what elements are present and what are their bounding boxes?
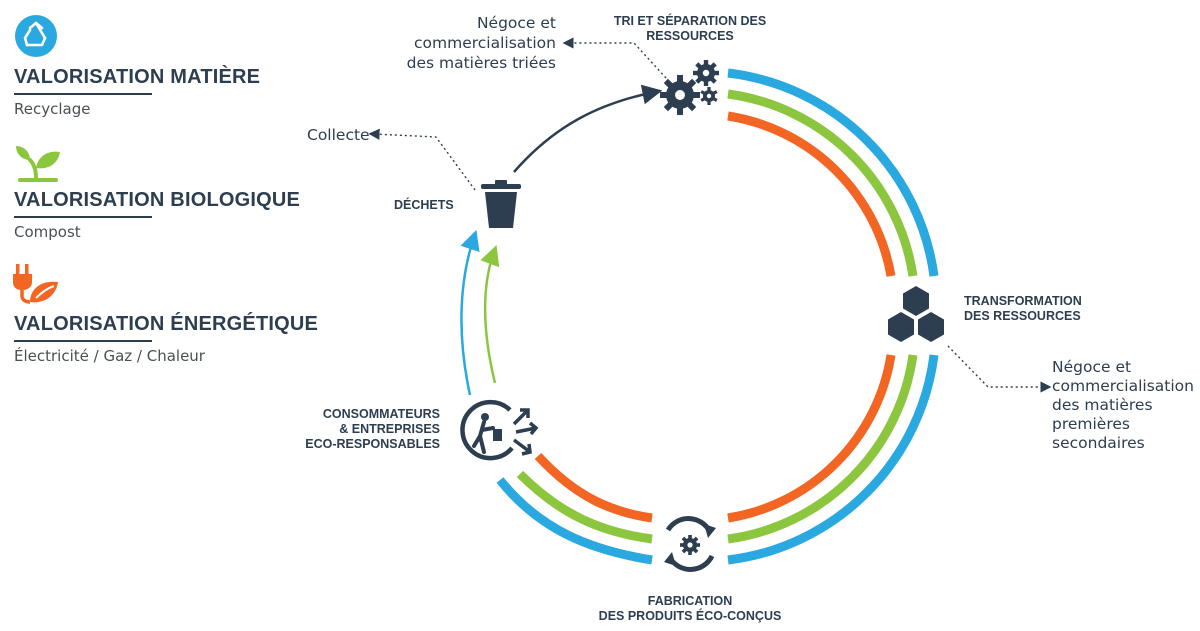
label-dechets: DÉCHETS — [394, 198, 454, 212]
label-consommateurs-line3: ECO-RESPONSABLES — [305, 437, 440, 451]
label-fabrication-line2: DES PRODUITS ÉCO-CONÇUS — [598, 609, 782, 623]
legend-rule — [14, 93, 152, 95]
arc-green-upper — [727, 89, 918, 277]
arc-orange-left — [534, 452, 653, 523]
legend-subtitle-compost: Compost — [14, 223, 81, 241]
label-negoce-right-line4: premières — [1052, 415, 1130, 433]
label-collecte: Collecte — [307, 126, 370, 144]
gears-icon — [660, 60, 719, 115]
label-fabrication: FABRICATION DES PRODUITS ÉCO-CONÇUS — [590, 594, 790, 624]
legend-rule — [14, 340, 152, 342]
label-negoce-top: Négoce et commercialisation des matières… — [400, 13, 556, 73]
arc-orange-upper — [727, 111, 896, 277]
label-consommateurs-line2: & ENTREPRISES — [339, 422, 440, 436]
label-transformation-line2: DES RESSOURCES — [964, 309, 1081, 323]
legend-title-energetique: VALORISATION ÉNERGÉTIQUE — [14, 313, 319, 335]
legend-rule — [14, 216, 152, 218]
arrow-green-up — [480, 244, 500, 384]
arc-lower-left — [496, 452, 653, 565]
arc-green-lower — [727, 354, 918, 544]
dotted-collecte — [368, 128, 476, 191]
label-negoce-top-line2: commercialisation — [414, 34, 556, 52]
label-negoce-right: Négoce et commercialisation des matières… — [1052, 358, 1194, 453]
arrow-blue-up — [460, 229, 480, 396]
label-negoce-top-line3: des matières triées — [406, 54, 556, 72]
label-transformation-line1: TRANSFORMATION — [964, 294, 1082, 308]
label-negoce-right-line5: secondaires — [1052, 434, 1145, 452]
label-tri-line2: RESSOURCES — [646, 29, 734, 43]
arc-blue-left — [496, 477, 653, 565]
arc-lower-right — [727, 354, 939, 565]
arc-orange-lower — [727, 354, 896, 523]
label-negoce-right-line2: commercialisation — [1052, 377, 1194, 395]
sprout-icon — [16, 146, 60, 182]
arc-upper-right — [727, 68, 939, 277]
consumer-disposal-icon — [460, 399, 539, 461]
label-fabrication-line1: FABRICATION — [647, 594, 733, 608]
plug-leaf-icon — [13, 264, 58, 304]
arc-green-left — [516, 470, 653, 544]
legend-subtitle-energie: Électricité / Gaz / Chaleur — [14, 347, 205, 365]
dotted-negoce-top — [562, 37, 667, 79]
hexagons-icon — [888, 286, 944, 342]
recycle-icon — [15, 15, 57, 57]
legend-title-biologique: VALORISATION BIOLOGIQUE — [14, 189, 301, 211]
label-tri: TRI ET SÉPARATION DES RESSOURCES — [612, 14, 768, 44]
arc-blue-upper — [727, 68, 939, 277]
legend-title-matiere: VALORISATION MATIÈRE — [14, 66, 261, 88]
trash-bin-icon — [481, 180, 521, 228]
label-negoce-right-line1: Négoce et — [1052, 358, 1132, 376]
label-consommateurs-line1: CONSOMMATEURS — [322, 407, 440, 421]
cycle-gear-icon — [664, 516, 716, 572]
label-tri-line1: TRI ET SÉPARATION DES — [613, 14, 767, 28]
arc-blue-lower — [727, 354, 939, 565]
label-transformation: TRANSFORMATION DES RESSOURCES — [964, 294, 1082, 324]
label-negoce-right-line3: des matières — [1052, 396, 1153, 414]
dotted-negoce-right — [947, 345, 1052, 393]
arrow-navy — [513, 84, 663, 173]
label-consommateurs: CONSOMMATEURS & ENTREPRISES ECO-RESPONSA… — [300, 407, 440, 452]
legend-subtitle-recyclage: Recyclage — [14, 100, 91, 118]
label-negoce-top-line1: Négoce et — [476, 14, 556, 32]
